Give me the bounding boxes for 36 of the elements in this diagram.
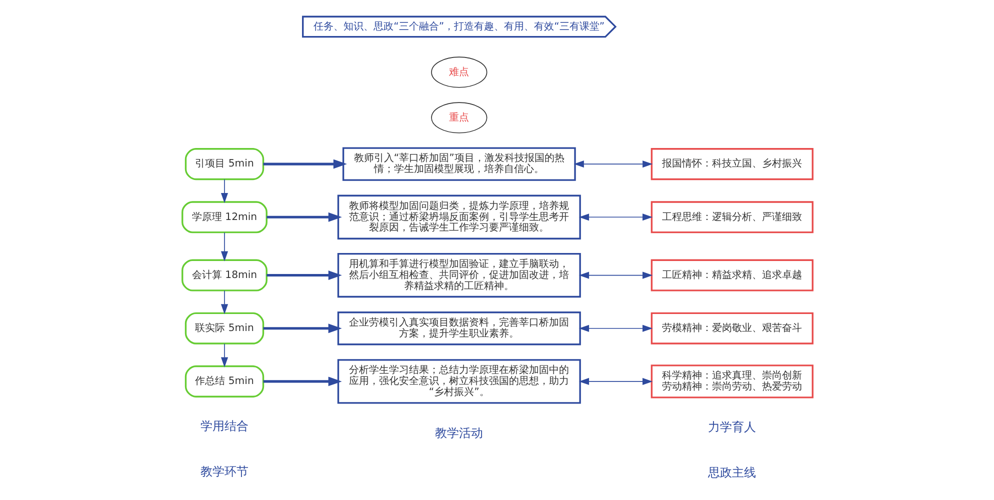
arrow [220,343,228,368]
label: 教学活动 [434,426,483,440]
node-box: 工程思维：逻辑分析、严谨细致 [650,201,813,234]
arrow [262,376,342,386]
node-box: 联实际 5min [184,312,264,344]
label: 教学环节 [200,464,248,479]
node-box: 会计算 18min [181,259,267,292]
node-box: 学原理 12min [181,201,267,234]
node-box: 用机算和手算进行模型加固验证，建立手脑联动，然后小组互相检查、共同评价，促进加固改进，培养精益求精的工匠精神。 [336,252,580,298]
arrow [220,178,228,204]
arrow [266,212,342,222]
arrow [266,270,342,280]
arrow [262,324,342,334]
arrow [578,378,652,385]
arrow [578,272,652,279]
node-ellipse: 重点 [430,102,487,134]
node-box: 作总结 5min [184,365,264,398]
label: 力学育人 [708,420,756,434]
node-box: 报国情怀：科技立国、乡村振兴 [650,148,813,180]
label: 学用结合 [200,419,248,434]
node-box: 企业劳模引入真实项目数据资料，完善莘口桥加固方案，提升学生职业素养。 [336,312,580,346]
arrow [220,232,228,262]
arrow [573,160,652,168]
arrow [220,290,228,314]
node-box: 科学精神：追求真理、崇尚创新 劳动精神：崇尚劳动、热爱劳动 [650,364,813,398]
arrow [262,159,346,169]
label: 思政主线 [708,465,756,480]
node-box: 教师引入“莘口桥加固”项目，激发科技报国的热情；学生加固模型展现，培养自信心。 [342,147,576,181]
arrow [578,214,652,221]
node-box: 工匠精神：精益求精、追求卓越 [650,259,813,292]
node-box: 劳模精神：爱岗敬业、艰苦奋斗 [650,312,813,344]
node-box: 引项目 5min [184,148,264,180]
arrow [578,324,652,332]
node-box: 教师将模型加固问题归类，提炼力学原理，培养规范意识；通过桥梁坍塌反面案例，引导学生思考开裂原因，告诫学生工作学习要严谨细致。 [336,194,580,240]
node-box: 分析学生学习结果；总结力学原理在桥梁加固中的应用，强化安全意识，树立科技强国的思想，助力“乡村振兴”。 [336,359,580,404]
node-ellipse: 难点 [430,56,487,88]
